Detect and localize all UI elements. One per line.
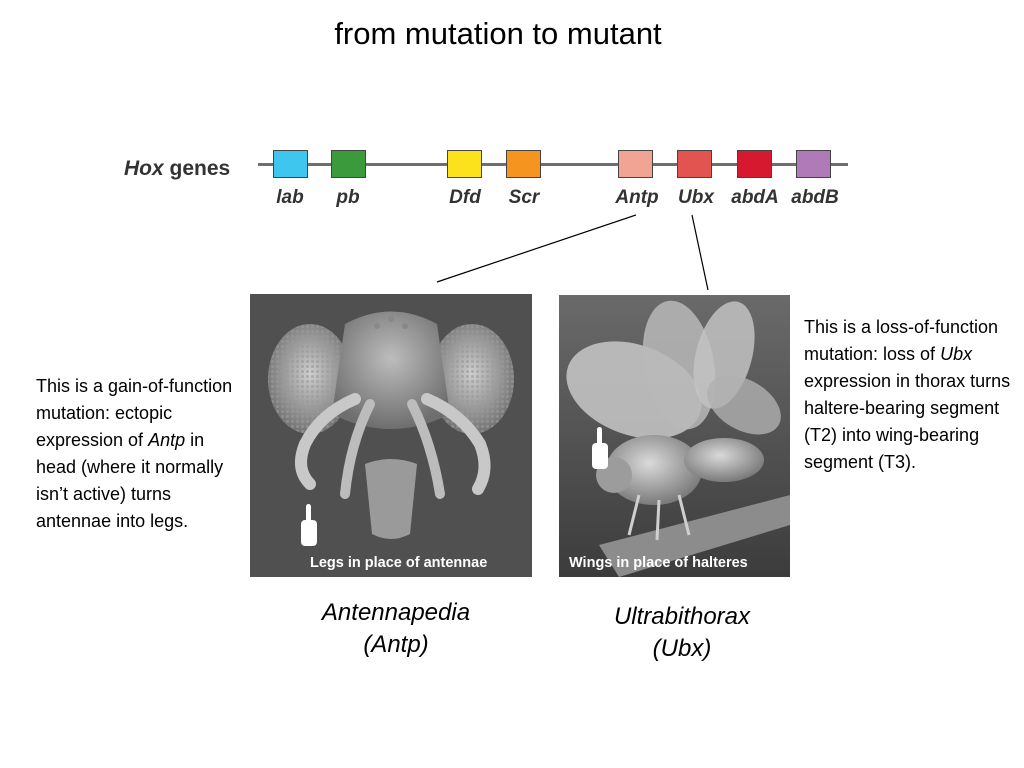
antp-connector-line bbox=[436, 214, 637, 283]
gene-name-ubx: Ubx bbox=[678, 187, 714, 208]
left-text-part1: This is a gain-of-function mutation: ect… bbox=[36, 376, 233, 450]
loss-of-function-description: This is a loss-of-function mutation: los… bbox=[804, 314, 1016, 476]
gene-name-pb: pb bbox=[336, 187, 360, 208]
ubx-connector-line bbox=[691, 214, 709, 291]
ultrabithorax-label: Ultrabithorax (Ubx) bbox=[582, 601, 782, 665]
gene-name-dfd: Dfd bbox=[449, 187, 481, 208]
gene-box-antp bbox=[618, 150, 653, 178]
gene-box-ubx bbox=[677, 150, 712, 178]
gene-box-dfd bbox=[447, 150, 482, 178]
antennapedia-label: Antennapedia (Antp) bbox=[296, 597, 496, 661]
ultrabithorax-name: Ultrabithorax bbox=[613, 603, 751, 630]
antennapedia-name: Antennapedia bbox=[321, 599, 471, 626]
antennapedia-photo-caption: Legs in place of antennae bbox=[310, 555, 488, 571]
gene-name-abda: abdA bbox=[731, 187, 779, 208]
gene-name-lab: lab bbox=[276, 187, 304, 208]
right-text-part2: expression in thorax turns haltere-beari… bbox=[804, 371, 1011, 472]
page-title: from mutation to mutant bbox=[334, 16, 662, 51]
hox-label-italic: Hox bbox=[124, 157, 164, 180]
hox-genes-label: Hox genes bbox=[124, 157, 230, 181]
gene-name-abdb: abdB bbox=[791, 187, 839, 208]
gene-box-abdb bbox=[796, 150, 831, 178]
ultrabithorax-photo: Wings in place of halteres bbox=[559, 295, 790, 577]
gene-box-pb bbox=[331, 150, 366, 178]
gene-name-scr: Scr bbox=[508, 187, 540, 208]
hox-label-plain: genes bbox=[163, 157, 231, 180]
antennapedia-abbrev: (Antp) bbox=[363, 631, 429, 658]
gene-box-abda bbox=[737, 150, 772, 178]
gene-name-antp: Antp bbox=[615, 187, 659, 208]
ultrabithorax-photo-caption: Wings in place of halteres bbox=[569, 555, 748, 571]
right-text-part1: This is a loss-of-function mutation: los… bbox=[804, 317, 999, 364]
left-text-gene: Antp bbox=[148, 430, 186, 450]
right-text-gene: Ubx bbox=[940, 344, 973, 364]
gain-of-function-description: This is a gain-of-function mutation: ect… bbox=[36, 373, 236, 535]
gene-box-lab bbox=[273, 150, 308, 178]
left-text-part2: in head (where it normally isn’t active)… bbox=[36, 430, 224, 531]
gene-box-scr bbox=[506, 150, 541, 178]
ultrabithorax-abbrev: (Ubx) bbox=[652, 635, 712, 662]
chromosome-line bbox=[258, 163, 848, 166]
antennapedia-photo: Legs in place of antennae bbox=[250, 294, 532, 577]
